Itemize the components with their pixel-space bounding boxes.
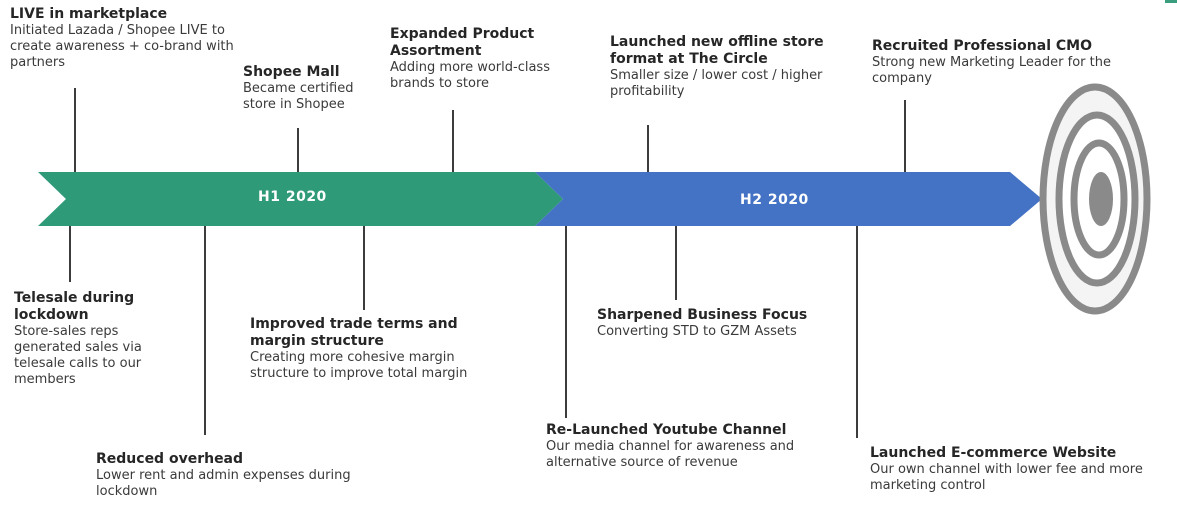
milestone-desc: Smaller size / lower cost / higher profi… xyxy=(610,68,823,99)
milestone-title: Improved trade terms and margin structur… xyxy=(250,316,458,349)
h1-phase-label: H1 2020 xyxy=(258,189,327,205)
milestone-desc: Strong new Marketing Leader for the comp… xyxy=(872,55,1111,86)
milestone-title: Launched new offline store format at The… xyxy=(610,34,824,67)
milestone-title: Telesale during lockdown xyxy=(14,290,135,323)
h2-phase-arrow xyxy=(535,172,1042,226)
milestone-title: Shopee Mall xyxy=(243,64,340,80)
h2-phase-label: H2 2020 xyxy=(740,192,809,208)
milestone-offline-store: Launched new offline store format at The… xyxy=(610,34,860,100)
milestone-title: Reduced overhead xyxy=(96,451,244,467)
milestone-telesale: Telesale during lockdown Store-sales rep… xyxy=(14,290,184,388)
milestone-ecommerce: Launched E-commerce Website Our own chan… xyxy=(870,445,1165,494)
milestone-youtube: Re-Launched Youtube Channel Our media ch… xyxy=(546,422,816,471)
milestone-desc: Store-sales reps generated sales via tel… xyxy=(14,324,142,387)
milestone-recruited-cmo: Recruited Professional CMO Strong new Ma… xyxy=(872,38,1142,87)
milestone-desc: Creating more cohesive margin structure … xyxy=(250,350,468,381)
milestone-desc: Converting STD to GZM Assets xyxy=(597,324,797,339)
milestone-expanded-assortment: Expanded Product Assortment Adding more … xyxy=(390,26,570,92)
milestone-desc: Our own channel with lower fee and more … xyxy=(870,462,1143,493)
milestone-title: Expanded Product Assortment xyxy=(390,26,535,59)
milestone-live-marketplace: LIVE in marketplace Initiated Lazada / S… xyxy=(10,6,260,71)
milestone-shopee-mall: Shopee Mall Became certified store in Sh… xyxy=(243,64,383,113)
milestone-title: LIVE in marketplace xyxy=(10,6,168,22)
milestone-desc: Adding more world-class brands to store xyxy=(390,60,550,91)
target-bullseye-icon xyxy=(1039,83,1151,315)
milestone-title: Re-Launched Youtube Channel xyxy=(546,422,787,438)
milestone-reduced-overhead: Reduced overhead Lower rent and admin ex… xyxy=(96,451,386,500)
top-accent-line xyxy=(1165,0,1177,3)
milestone-desc: Lower rent and admin expenses during loc… xyxy=(96,468,351,499)
milestone-desc: Our media channel for awareness and alte… xyxy=(546,439,795,470)
milestone-desc: Initiated Lazada / Shopee LIVE to create… xyxy=(10,23,234,70)
h1-phase-arrow xyxy=(38,172,563,226)
milestone-desc: Became certified store in Shopee xyxy=(243,81,354,112)
milestone-business-focus: Sharpened Business Focus Converting STD … xyxy=(597,307,887,340)
milestone-title: Sharpened Business Focus xyxy=(597,307,808,323)
milestone-trade-terms: Improved trade terms and margin structur… xyxy=(250,316,515,382)
milestone-title: Launched E-commerce Website xyxy=(870,445,1117,461)
milestone-title: Recruited Professional CMO xyxy=(872,38,1092,54)
